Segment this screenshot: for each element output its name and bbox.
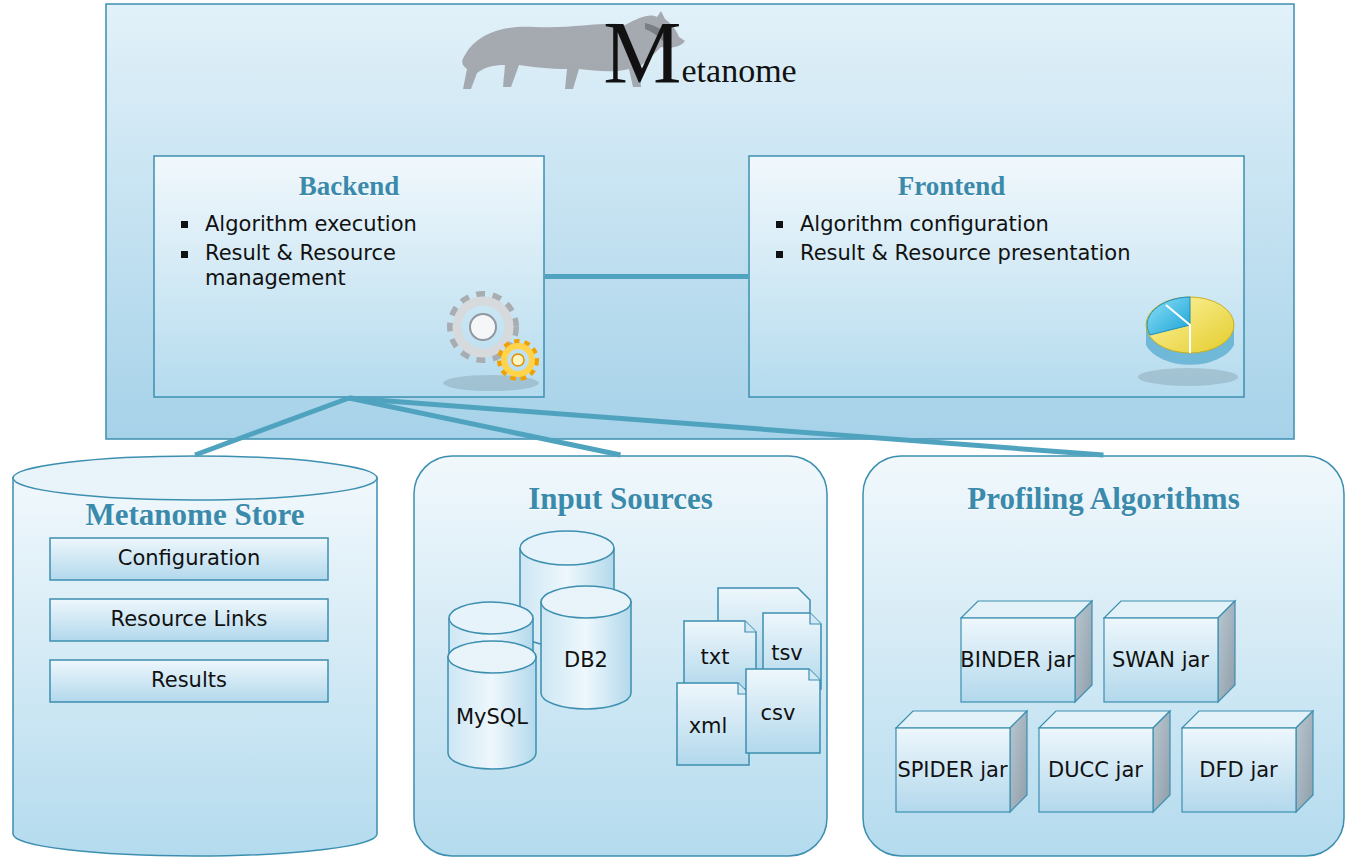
node-label: DUCC jar	[1048, 758, 1143, 783]
node-label: Configuration	[118, 546, 260, 571]
text-area: Results	[49, 659, 329, 703]
text-area: BINDER jar	[960, 618, 1075, 703]
node-label: txt	[701, 645, 730, 670]
node-label: tsv	[771, 641, 803, 666]
system-frame: Metanome BackendAlgorithm executionResul…	[105, 3, 1295, 440]
node-label: xml	[689, 714, 728, 739]
store-entry-box: Results	[49, 659, 329, 703]
text-area: FrontendAlgorithm configurationResult & …	[768, 171, 1135, 382]
bullet-text: Algorithm execution	[173, 212, 525, 237]
node-label: Results	[151, 668, 227, 693]
file-document: csv	[745, 668, 821, 754]
store-entry-box: Resource Links	[49, 598, 329, 642]
text-area: csv	[747, 676, 809, 752]
node-label: MySQL	[456, 705, 528, 730]
text-area: xml	[678, 690, 738, 764]
text-area: DFD jar	[1181, 728, 1296, 813]
connector-line	[545, 274, 748, 279]
text-area: Configuration	[49, 537, 329, 581]
heading-text: Metanome	[105, 3, 1295, 97]
node-label: DFD jar	[1199, 758, 1277, 783]
node-label: DB2	[564, 648, 608, 673]
text-area: Profiling Algorithms	[874, 481, 1333, 847]
text-area: SPIDER jar	[895, 728, 1010, 813]
jar-cube: DUCC jar	[1038, 710, 1171, 813]
node-label: SPIDER jar	[897, 758, 1007, 783]
component-panel: FrontendAlgorithm configurationResult & …	[748, 155, 1245, 398]
text-area: BackendAlgorithm executionResult & Resou…	[173, 171, 525, 382]
connector-line	[195, 398, 349, 455]
jar-cube: BINDER jar	[960, 600, 1093, 703]
jar-cube: SPIDER jar	[895, 710, 1028, 813]
text-area: MySQL	[451, 670, 533, 766]
group-panel: Profiling AlgorithmsBINDER jar SWAN jarSP…	[862, 455, 1345, 857]
bullet-text: Result & Resource management	[173, 241, 525, 291]
connector-line	[349, 398, 1104, 455]
database-cylinder: MySQL	[447, 640, 537, 770]
text-area: Resource Links	[49, 598, 329, 642]
database-cylinder-outline	[447, 640, 537, 770]
text-area: DB2	[544, 615, 628, 706]
node-label: csv	[761, 701, 796, 726]
database-cylinder: DB2	[540, 585, 632, 710]
node-label: SWAN jar	[1112, 648, 1209, 673]
heading-text: Metanome Store	[22, 497, 368, 533]
text-area: tsv	[764, 620, 810, 688]
bullet-text: Result & Resource presentation	[768, 241, 1135, 266]
connector-line	[349, 398, 621, 455]
bullet-text: Algorithm configuration	[768, 212, 1135, 237]
text-area: DUCC jar	[1038, 728, 1153, 813]
group-panel: Input SourcesMySQL DB2 txt tsv xml csv	[413, 455, 828, 857]
text-area: txt	[685, 628, 745, 688]
file-document: xml	[676, 682, 750, 766]
jar-cube: SWAN jar	[1103, 600, 1236, 703]
heading-text: Backend	[173, 171, 525, 202]
heading-text: Frontend	[768, 171, 1135, 202]
database-cylinder-outline	[540, 585, 632, 710]
text-area: Input Sources	[425, 481, 816, 847]
text-area: SWAN jar	[1103, 618, 1218, 703]
jar-cube: DFD jar	[1181, 710, 1314, 813]
heading-text: Profiling Algorithms	[874, 481, 1333, 517]
node-label: BINDER jar	[960, 648, 1074, 673]
heading-text: Input Sources	[425, 481, 816, 517]
store-cylinder: Metanome StoreConfigurationResource Link…	[12, 455, 378, 857]
node-label: Resource Links	[111, 607, 268, 632]
component-panel: BackendAlgorithm executionResult & Resou…	[153, 155, 545, 398]
store-entry-box: Configuration	[49, 537, 329, 581]
